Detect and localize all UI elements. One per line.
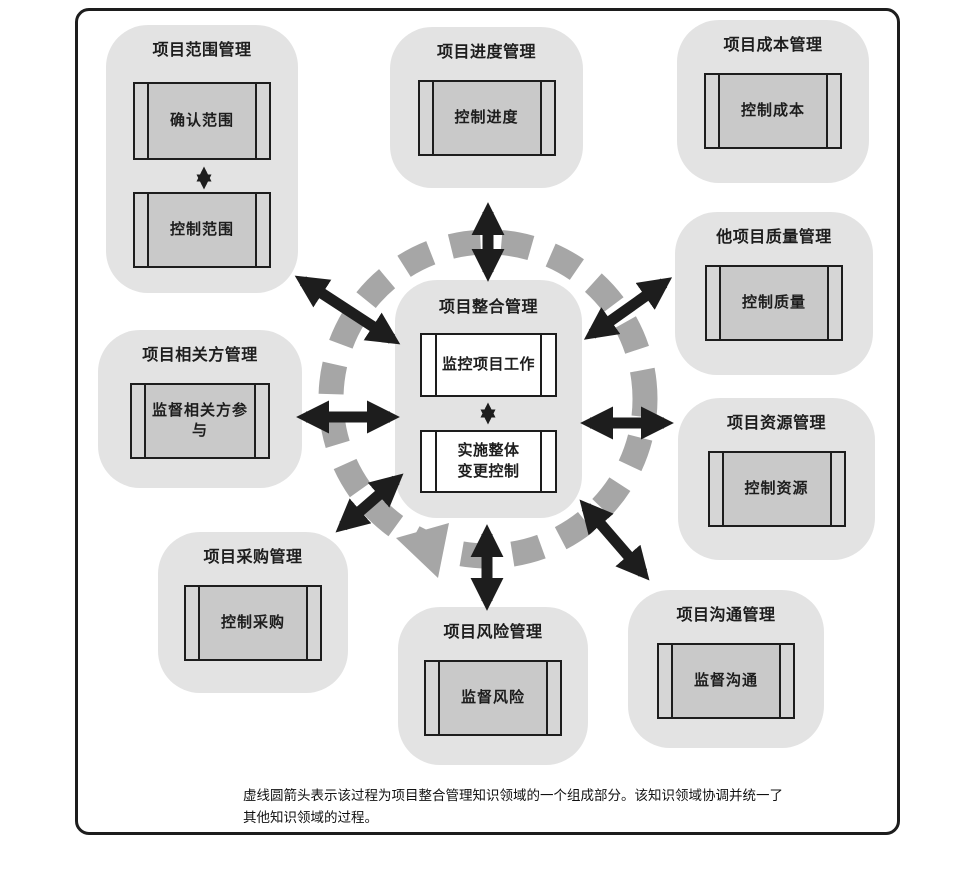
process-label: 控制质量: [721, 267, 827, 339]
process-box-control-quality: 控制质量: [705, 265, 843, 341]
process-label: 控制进度: [433, 82, 540, 154]
node-risk-title: 项目风险管理: [443, 624, 543, 641]
process-label: 控制范围: [149, 194, 255, 266]
process-box-strip-left: [426, 662, 440, 734]
process-box-control-resources: 控制资源: [707, 451, 846, 527]
process-box-strip-right: [540, 335, 555, 395]
process-box-strip-right: [546, 662, 560, 734]
process-label: 监督风险: [440, 662, 546, 734]
node-procurement-title: 项目采购管理: [203, 549, 303, 566]
process-box-monitor-project-work: 监控项目工作: [420, 333, 557, 397]
process-box-strip-right: [255, 194, 269, 266]
process-box-strip-left: [419, 82, 434, 154]
node-cost-title: 项目成本管理: [723, 37, 823, 54]
node-resource: 项目资源管理 控制资源: [678, 398, 875, 560]
node-communications: 项目沟通管理 监督沟通: [628, 590, 824, 748]
process-box-strip-right: [306, 587, 320, 659]
process-box-integrated-change-control: 实施整体 变更控制: [420, 430, 557, 493]
node-risk: 项目风险管理 监督风险: [398, 607, 588, 765]
process-box-strip-left: [135, 84, 149, 158]
node-stakeholder: 项目相关方管理 监督相关方参与: [98, 330, 302, 488]
node-cost: 项目成本管理 控制成本: [677, 20, 869, 183]
process-label: 监督沟通: [673, 645, 779, 717]
process-label: 监控项目工作: [437, 335, 540, 395]
process-box-strip-left: [706, 75, 720, 147]
process-box-strip-left: [135, 194, 149, 266]
process-box-control-procurements: 控制采购: [184, 585, 322, 661]
process-box-strip-left: [709, 453, 724, 525]
process-box-strip-right: [827, 267, 841, 339]
process-box-strip-left: [422, 335, 437, 395]
process-box-strip-right: [779, 645, 793, 717]
process-box-strip-right: [255, 84, 269, 158]
node-integration-title: 项目整合管理: [438, 299, 538, 316]
process-box-control-scope: 控制范围: [133, 192, 271, 268]
process-box-strip-left: [659, 645, 673, 717]
process-label: 控制成本: [720, 75, 826, 147]
process-box-strip-right: [826, 75, 840, 147]
node-scope: 项目范围管理 确认范围 控制范围: [106, 25, 298, 293]
process-label: 监督相关方参与: [146, 385, 254, 457]
process-box-control-costs: 控制成本: [704, 73, 842, 149]
process-box-monitor-communications: 监督沟通: [657, 643, 795, 719]
node-quality-title: 他项目质量管理: [716, 229, 832, 246]
process-box-strip-left: [707, 267, 721, 339]
process-label: 确认范围: [149, 84, 255, 158]
process-box-strip-left: [186, 587, 200, 659]
process-box-control-schedule: 控制进度: [417, 80, 556, 156]
node-scope-title: 项目范围管理: [152, 42, 252, 59]
footnote-text: 虚线圆箭头表示该过程为项目整合管理知识领域的一个组成部分。该知识领域协调并统一了…: [243, 788, 783, 825]
node-stakeholder-title: 项目相关方管理: [142, 347, 258, 364]
process-box-strip-left: [422, 432, 437, 491]
node-resource-title: 项目资源管理: [726, 415, 826, 432]
node-procurement: 项目采购管理 控制采购: [158, 532, 348, 693]
process-box-monitor-risks: 监督风险: [424, 660, 562, 736]
node-communications-title: 项目沟通管理: [676, 607, 776, 624]
process-box-strip-right: [254, 385, 268, 457]
process-box-validate-scope: 确认范围: [133, 82, 271, 160]
process-box-strip-right: [829, 453, 844, 525]
process-box-strip-right: [540, 432, 555, 491]
process-label: 控制采购: [200, 587, 306, 659]
process-label: 控制资源: [723, 453, 830, 525]
process-box-strip-left: [132, 385, 146, 457]
process-label: 实施整体 变更控制: [437, 432, 540, 491]
node-schedule-title: 项目进度管理: [436, 44, 536, 61]
process-box-strip-right: [539, 82, 554, 154]
node-schedule: 项目进度管理 控制进度: [390, 27, 583, 188]
node-integration: 项目整合管理 监控项目工作 实施整体 变更控制: [395, 280, 582, 518]
node-quality: 他项目质量管理 控制质量: [675, 212, 873, 375]
process-box-monitor-stakeholder-engagement: 监督相关方参与: [130, 383, 270, 459]
